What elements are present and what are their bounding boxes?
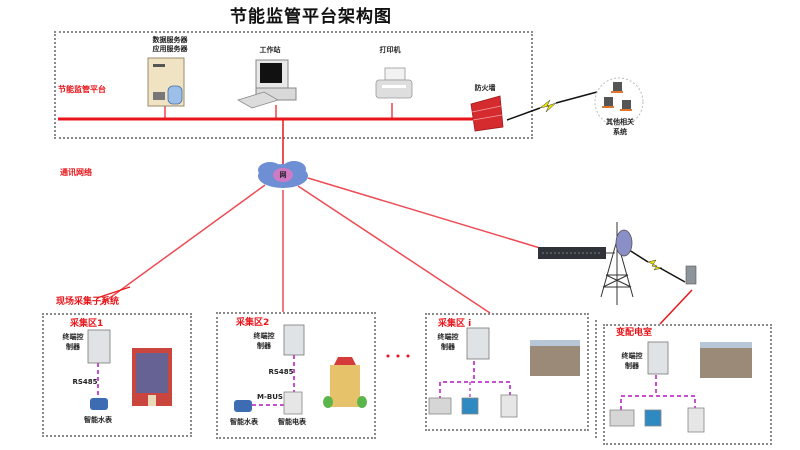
zone2-controller-icon — [283, 324, 305, 356]
pc-icon-2 — [604, 97, 613, 106]
network-label: 通讯网络 — [60, 168, 92, 177]
network-cloud-icon — [258, 161, 308, 188]
building-icon-1 — [132, 348, 172, 406]
platform-box — [54, 31, 533, 139]
zone2-water-meter-icon — [234, 400, 252, 412]
zonei-meter-icon-2 — [461, 397, 479, 415]
substation-outer-box — [595, 320, 601, 438]
server-label-1: 数据服务器 — [152, 36, 188, 44]
zone-1-controller-label-1: 终端控 — [62, 333, 84, 341]
zone1-water-meter-icon — [90, 398, 108, 410]
zone-1-meter-label: 智能水表 — [84, 416, 112, 424]
zone-1-title: 采集区1 — [70, 319, 104, 329]
zone-2-electric-meter-label: 智能电表 — [278, 418, 306, 426]
remote-antenna-icon — [685, 265, 697, 285]
zone-box-2 — [216, 312, 376, 439]
zonei-meter-icon-3 — [500, 394, 518, 418]
antenna-icon — [615, 229, 633, 257]
link-switch — [307, 177, 541, 249]
cloud-label: 网 — [279, 171, 287, 179]
zone-box-i — [425, 313, 589, 431]
substation-controller-label-2: 制器 — [625, 362, 639, 370]
zone-i-controller-label-1: 终端控 — [437, 333, 459, 341]
zone-2-title: 采集区2 — [236, 318, 270, 328]
zonei-meter-icon-1 — [428, 397, 452, 415]
workstation-icon — [236, 59, 297, 109]
platform-label: 节能监管平台 — [58, 85, 106, 94]
substation-controller-label-1: 终端控 — [621, 352, 643, 360]
zone-2-controller-label-2: 制器 — [257, 342, 271, 350]
zone-2-bus-label: RS485 — [268, 368, 294, 376]
field-subsystem-label: 现场采集子系统 — [56, 297, 120, 307]
zone-i-title: 采集区 i — [438, 319, 472, 329]
printer-icon — [375, 67, 413, 99]
zone-box-1 — [42, 313, 192, 437]
zone-2-controller-label-1: 终端控 — [253, 332, 275, 340]
external-label-2: 系统 — [613, 128, 627, 136]
link-substation — [659, 289, 693, 325]
server-icon — [147, 57, 185, 107]
substation-meter-icon-3 — [687, 407, 705, 433]
zone-2-bus2-label: M-BUS — [257, 393, 283, 401]
zone-i-controller-label-2: 制器 — [441, 343, 455, 351]
page-title: 节能监管平台架构图 — [230, 7, 392, 27]
building-icon-2 — [323, 357, 367, 408]
zone2-electric-meter-icon — [283, 391, 303, 415]
printer-label: 打印机 — [379, 46, 401, 54]
pc-icon-1 — [613, 82, 622, 91]
pc-icon-3 — [622, 100, 631, 109]
firewall-label: 防火墙 — [474, 84, 496, 92]
substation-meter-icon-2 — [644, 409, 662, 427]
substation-meter-icon-1 — [609, 409, 635, 427]
substation-controller-icon — [647, 341, 669, 375]
wireless-bolt-icon-2 — [647, 259, 663, 271]
link-zone-i — [297, 185, 491, 314]
link-zone-1 — [99, 184, 266, 306]
firewall-icon — [470, 95, 504, 132]
zone-box-substation — [603, 324, 772, 445]
workstation-label: 工作站 — [259, 46, 281, 54]
zone1-controller-icon — [87, 329, 111, 364]
zonei-controller-icon — [466, 327, 490, 360]
substation-title: 变配电室 — [616, 328, 653, 338]
external-label-1: 其他相关 — [606, 118, 634, 126]
server-label-2: 应用服务器 — [152, 45, 188, 53]
external-systems-cluster — [594, 77, 644, 127]
zone-1-controller-label-2: 制器 — [66, 343, 80, 351]
zone-1-bus-label: RS485 — [72, 378, 98, 386]
wireless-bolt-icon — [539, 99, 557, 113]
zone-2-water-meter-label: 智能水表 — [230, 418, 258, 426]
